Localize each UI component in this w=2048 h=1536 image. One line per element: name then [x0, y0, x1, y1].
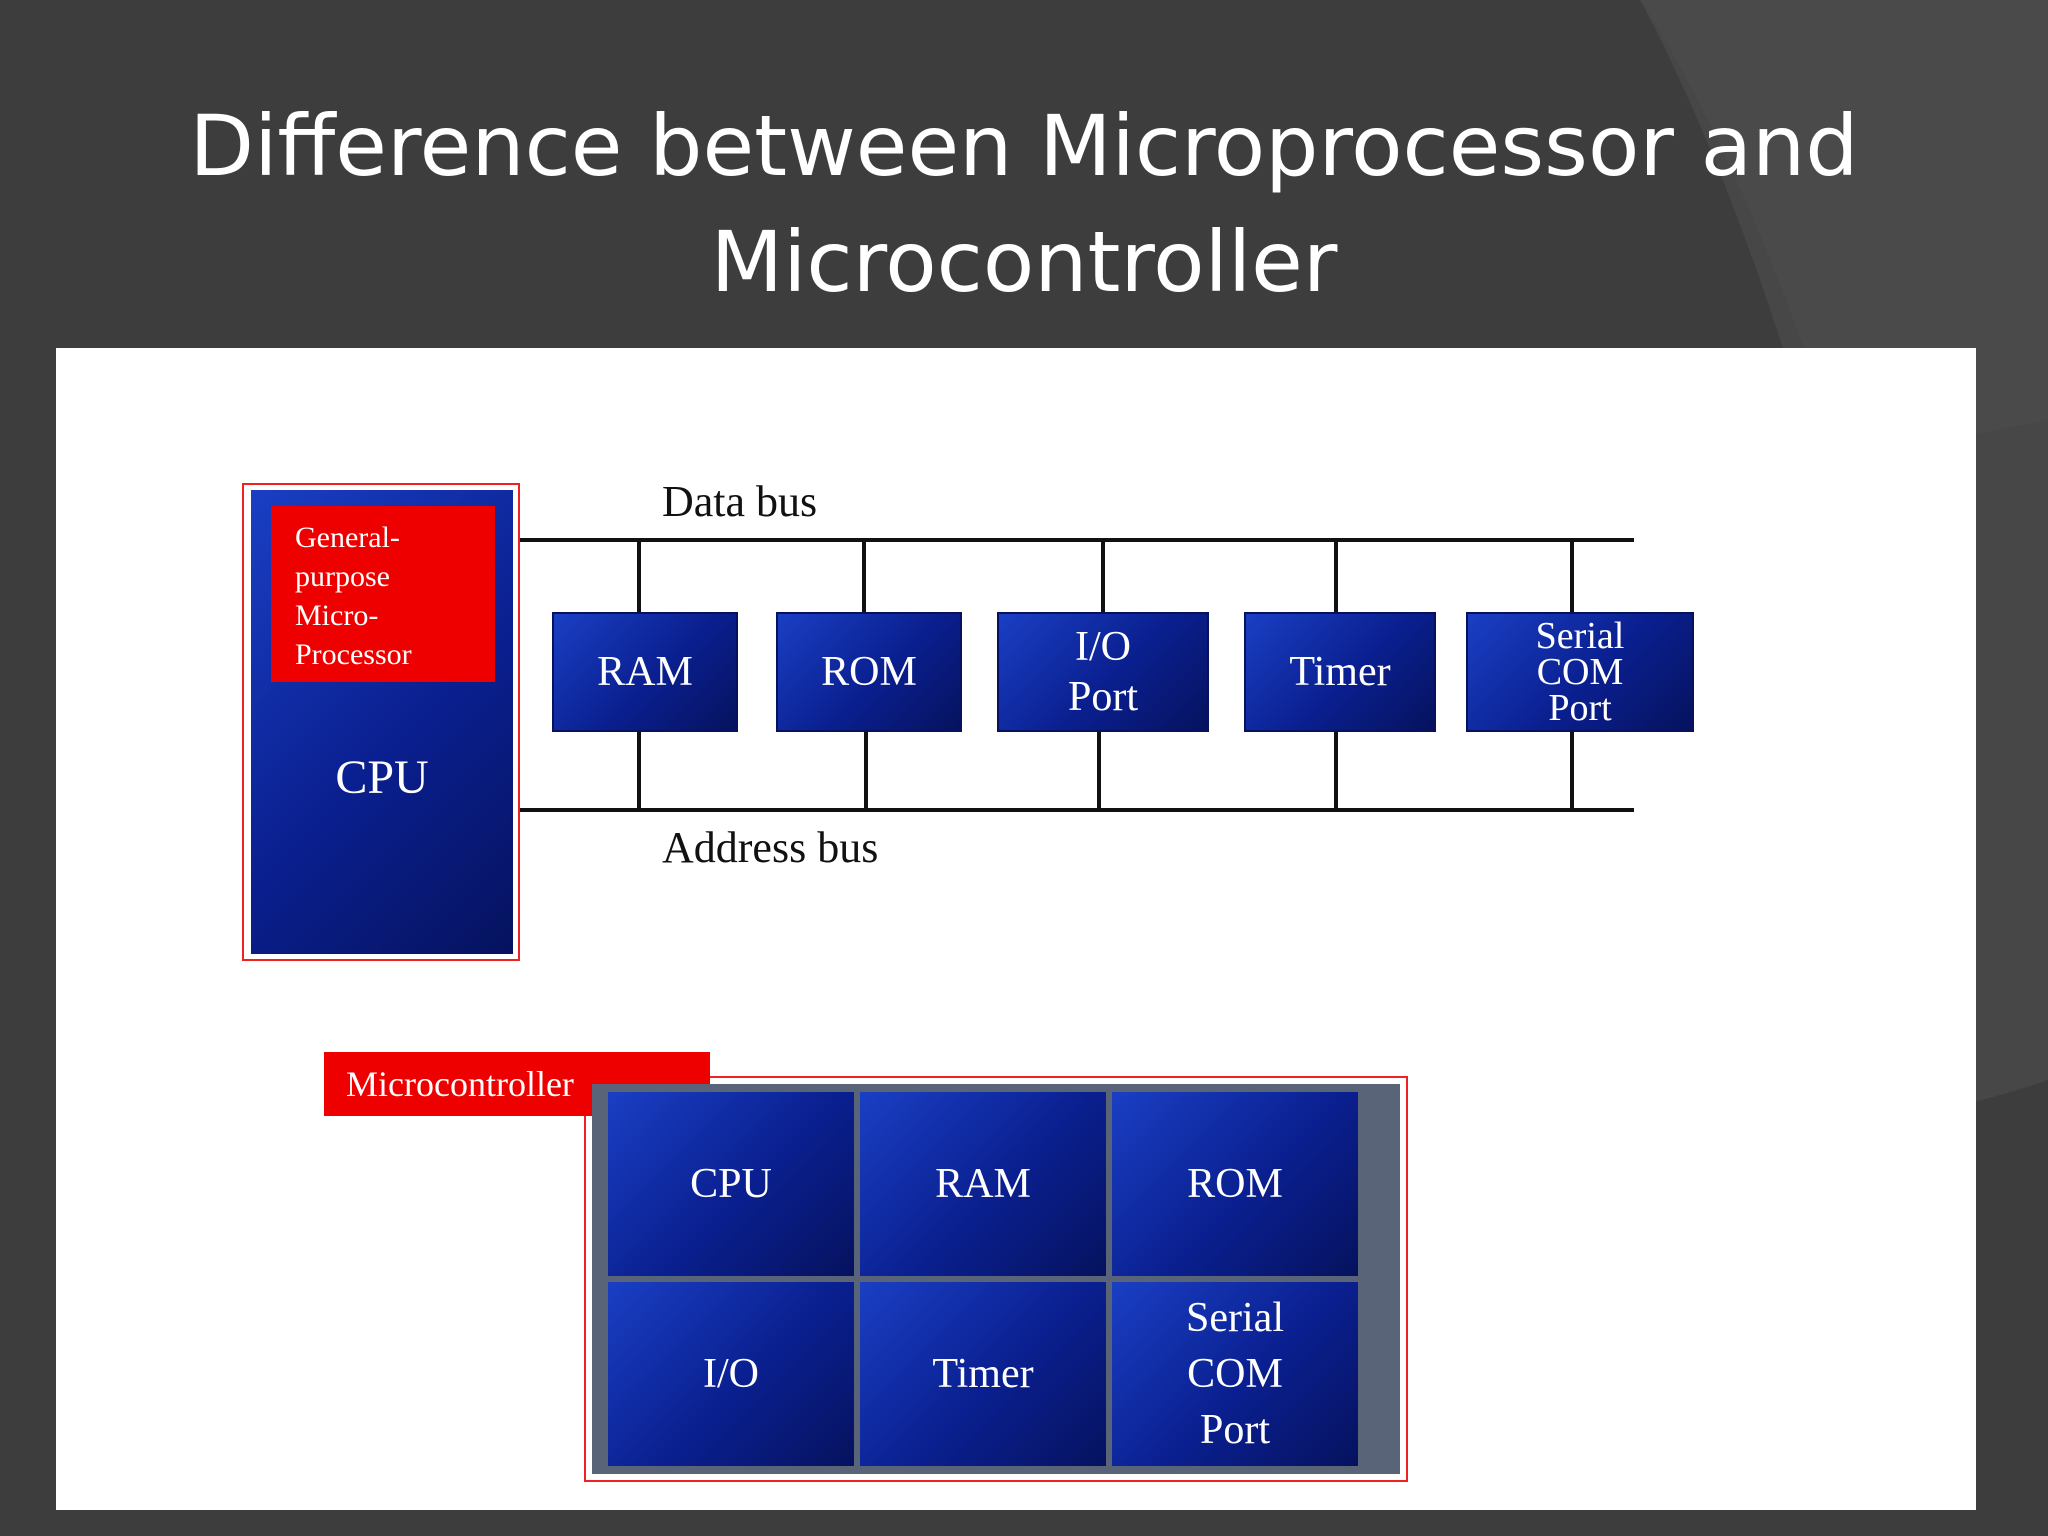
- mc-cell-ram: RAM: [860, 1092, 1106, 1276]
- address-bus-label: Address bus: [662, 823, 879, 872]
- mc-cell-label: Serial: [1186, 1295, 1284, 1341]
- cpu-outline: [242, 483, 520, 961]
- bus-connector: [1570, 538, 1574, 612]
- peripheral-rom: ROM: [776, 612, 962, 732]
- mc-cell-label: RAM: [935, 1161, 1031, 1207]
- bus-connector: [1570, 732, 1574, 810]
- cpu-tag-general-purpose-microprocessor: General- purpose Micro- Processor: [271, 506, 495, 682]
- data-bus-label: Data bus: [662, 477, 818, 526]
- bus-connector: [1101, 538, 1105, 612]
- peripheral-label: Port: [1067, 674, 1138, 720]
- peripheral-io-port: I/O Port: [997, 612, 1209, 732]
- bus-connector: [862, 538, 866, 612]
- peripheral-label: Timer: [1289, 649, 1391, 695]
- peripheral-serial-com-port: Serial COM Port: [1466, 612, 1694, 732]
- bus-connector: [1334, 538, 1338, 612]
- peripheral-label: ROM: [821, 649, 917, 695]
- cpu-block: General- purpose Micro- Processor CPU: [251, 490, 513, 954]
- bus-connector: [1334, 732, 1338, 810]
- peripheral-label: I/O: [1075, 624, 1131, 670]
- data-bus-line: [520, 538, 1634, 542]
- mc-cell-io: I/O: [608, 1282, 854, 1466]
- bus-connector: [1097, 732, 1101, 810]
- cpu-label: CPU: [335, 751, 429, 804]
- mc-cell-rom: ROM: [1112, 1092, 1358, 1276]
- mc-cell-cpu: CPU: [608, 1092, 854, 1276]
- mc-cell-label: CPU: [690, 1161, 772, 1207]
- mc-cell-label: I/O: [703, 1351, 759, 1397]
- peripheral-ram: RAM: [552, 612, 738, 732]
- cpu-tag-line: Micro-: [295, 599, 379, 632]
- cpu-tag-line: Processor: [295, 638, 412, 671]
- slide-title: Difference between Microprocessor and Mi…: [0, 88, 2048, 320]
- microcontroller-chip: CPU RAM ROM I/O Timer Serial COM Port: [592, 1084, 1400, 1474]
- mc-cell-label: COM: [1187, 1351, 1283, 1397]
- slide-title-line-1: Difference between Microprocessor and: [189, 97, 1859, 195]
- mc-cell-timer: Timer: [860, 1282, 1106, 1466]
- cpu-tag-line: purpose: [295, 560, 390, 593]
- peripheral-label: RAM: [597, 649, 693, 695]
- mc-cell-label: Timer: [932, 1351, 1034, 1397]
- slide-title-line-2: Microcontroller: [710, 213, 1338, 311]
- peripheral-label: Serial: [1535, 615, 1625, 657]
- background-swoosh-inner: [1640, 0, 2048, 460]
- mc-cell-label: ROM: [1187, 1161, 1283, 1207]
- address-bus-line: [520, 808, 1634, 812]
- cpu-tag-line: General-: [295, 521, 400, 554]
- mc-cell-serial-com-port: Serial COM Port: [1112, 1282, 1358, 1466]
- peripheral-label: COM: [1536, 651, 1624, 693]
- bus-connector: [637, 538, 641, 612]
- bus-connector: [864, 732, 868, 810]
- diagram-panel: General- purpose Micro- Processor CPU Da…: [56, 348, 1976, 1510]
- bus-connector: [637, 732, 641, 810]
- peripheral-timer: Timer: [1244, 612, 1436, 732]
- peripheral-label: Port: [1548, 687, 1612, 729]
- mc-cell-label: Port: [1199, 1407, 1270, 1453]
- microcontroller-outline: [584, 1076, 1408, 1482]
